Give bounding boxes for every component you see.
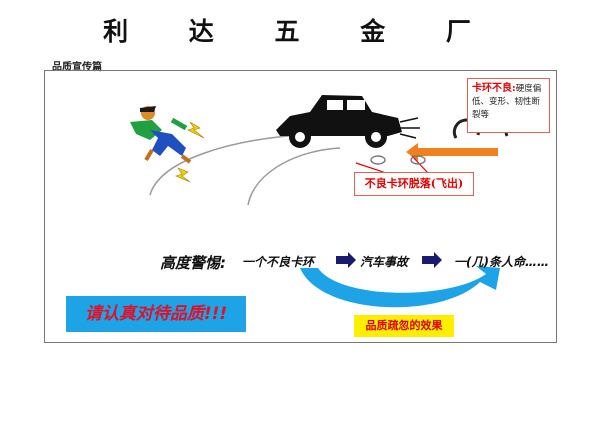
spark-icon xyxy=(175,121,205,183)
quality-slogan-banner: 请认真对待品质!!! xyxy=(66,296,246,332)
road-curve-outer xyxy=(149,134,301,196)
warning-heading: 高度警惕: xyxy=(160,254,226,272)
defect-note-text-1: 硬度偏 xyxy=(515,84,542,94)
blue-curve-arrow xyxy=(300,266,500,308)
quality-negligence-label: 品质疏忽的效果 xyxy=(354,315,454,337)
flow-arrow-1 xyxy=(336,252,356,268)
page-subtitle: 品质宣传篇 xyxy=(52,62,102,73)
vintage-car-icon xyxy=(276,95,420,148)
content-frame xyxy=(44,70,557,343)
defect-note-text-2: 低、变形、韧性断裂等 xyxy=(472,97,541,120)
falling-man-icon xyxy=(130,106,192,164)
flow-arrow-2 xyxy=(422,252,442,268)
orange-arrow xyxy=(406,143,498,161)
defect-note-lead: 卡环不良: xyxy=(472,83,516,94)
ring-fly-off-callout: 不良卡环脱落(飞出) xyxy=(354,172,474,196)
chain-step-lives-lost: 一(几)条人命…… xyxy=(454,255,549,269)
chain-step-car-accident: 汽车事故 xyxy=(360,255,409,269)
defect-note: 卡环不良:硬度偏 低、变形、韧性断裂等 xyxy=(467,78,550,133)
small-ring-icon xyxy=(370,155,426,165)
page-title: 利 达 五 金 厂 xyxy=(103,17,497,46)
chain-step-defective-ring: 一个不良卡环 xyxy=(242,255,315,269)
road-curve-inner xyxy=(247,147,341,206)
